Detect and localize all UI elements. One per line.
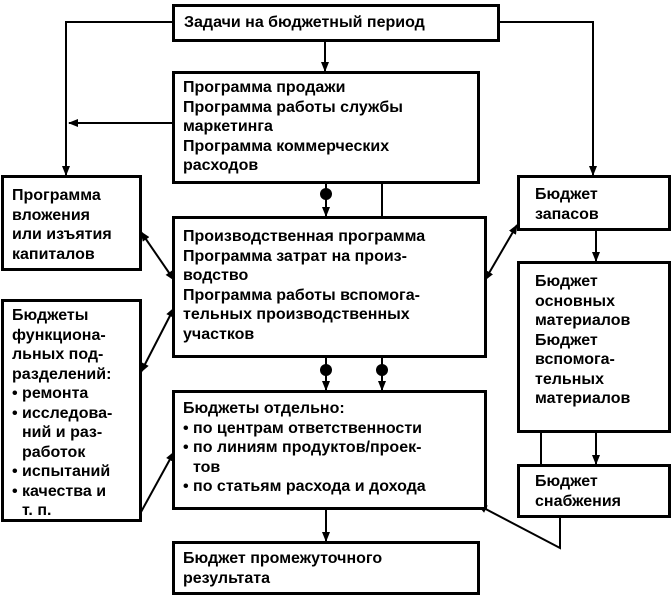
box-interim: Бюджет промежуточного результата <box>172 541 480 595</box>
arrow-tasks-to-stock <box>498 21 597 176</box>
box-stock-line: Бюджет <box>535 186 598 203</box>
box-supply-line: снабжения <box>535 492 621 510</box>
box-tasks: Задачи на бюджетный период <box>172 4 500 42</box>
box-functional-bullet: качества и <box>12 482 139 502</box>
box-production-line: тельных производственных <box>183 306 410 323</box>
box-functional-bullet-cont: т. п. <box>22 502 52 519</box>
box-production-line: водство <box>183 267 249 284</box>
box-sales-line: маркетинга <box>183 118 273 135</box>
box-capital-line: или изъятия <box>12 226 112 243</box>
junction-dot <box>320 188 332 200</box>
box-materials-line: материалов <box>535 390 631 407</box>
box-sales-line: Программа продажи <box>183 79 346 96</box>
box-functional-line: функциона- <box>12 326 106 344</box>
box-functional-bullet: испытаний <box>12 462 139 482</box>
box-supply-line: Бюджет <box>535 473 598 490</box>
box-materials-line: Бюджет <box>535 331 598 349</box>
box-materials-line: вспомога- <box>535 351 615 368</box>
box-tasks-line: Задачи на бюджетный период <box>184 14 425 31</box>
box-production-line: Производственная программа <box>183 228 426 245</box>
box-production-line: участков <box>183 325 255 343</box>
box-functional-line: разделений: <box>12 365 112 383</box>
box-sales: Программа продажи Программа работы служб… <box>172 71 480 184</box>
arrow-functional-to-separate <box>140 451 175 513</box>
arrow-capital-production <box>140 231 175 281</box>
box-production: Производственная программа Программа зат… <box>172 216 487 358</box>
box-capital-line: вложения <box>12 206 91 224</box>
box-functional: Бюджеты функциона- льных под- разделений… <box>1 299 142 522</box>
box-stock-line: запасов <box>535 205 599 223</box>
box-functional-bullet: исследова- <box>12 404 139 424</box>
box-functional-bullet-cont: работок <box>22 443 86 461</box>
box-supply: Бюджет снабжения <box>517 464 671 518</box>
box-materials-line: основных <box>535 292 615 310</box>
box-separate-bullet: по линиям продуктов/проек- <box>183 438 484 458</box>
arrow-supply-to-separate <box>477 504 561 550</box>
box-sales-line: Программа коммерческих <box>183 137 390 155</box>
box-sales-line: расходов <box>183 157 259 174</box>
box-separate-bullet: по статьям расхода и дохода <box>183 477 484 497</box>
arrow-tasks-to-capital <box>62 21 174 176</box>
junction-dot <box>320 364 332 376</box>
box-interim-line: Бюджет промежуточного <box>183 550 383 567</box>
box-production-line: Программа работы вспомога- <box>183 286 420 304</box>
arrow-production-stock <box>484 224 518 281</box>
box-interim-line: результата <box>183 569 270 587</box>
arrow-functional-production <box>140 307 175 373</box>
junction-dot <box>376 364 388 376</box>
box-separate: Бюджеты отдельно: по центрам ответственн… <box>172 390 487 510</box>
box-capital: Программа вложения или изъятия капиталов <box>1 175 142 271</box>
box-capital-line: капиталов <box>12 245 95 263</box>
box-separate-bullet-cont: тов <box>193 458 221 476</box>
box-sales-line: Программа работы службы <box>183 98 403 116</box>
box-materials-line: тельных <box>535 370 604 388</box>
box-materials-line: Бюджет <box>535 273 598 290</box>
box-materials-line: материалов <box>535 312 631 329</box>
box-functional-line: Бюджеты <box>12 307 89 324</box>
box-functional-line: льных под- <box>12 346 104 363</box>
box-capital-line: Программа <box>12 187 101 204</box>
box-functional-bullet-cont: ний и раз- <box>22 424 103 441</box>
box-functional-bullet: ремонта <box>12 384 139 404</box>
box-separate-bullet: по центрам ответственности <box>183 419 484 439</box>
box-separate-line: Бюджеты отдельно: <box>183 400 345 417</box>
box-production-line: Программа затрат на произ- <box>183 247 407 265</box>
box-materials: Бюджет основных материалов Бюджет вспомо… <box>517 261 671 433</box>
box-stock: Бюджет запасов <box>517 175 671 231</box>
